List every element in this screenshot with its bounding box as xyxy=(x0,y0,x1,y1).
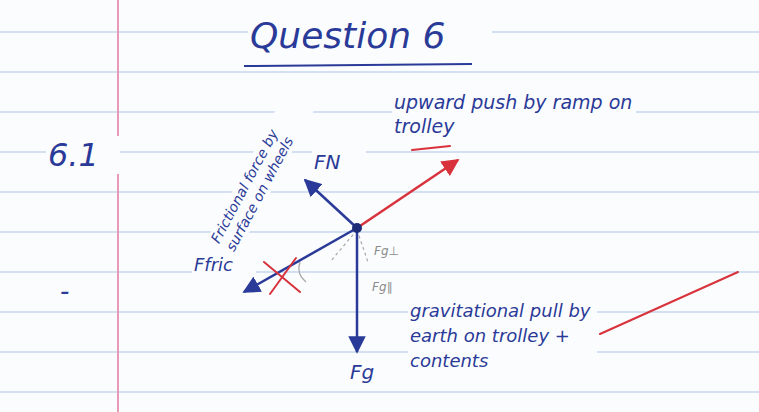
title-underline xyxy=(244,64,472,66)
question-heading: Question 6 xyxy=(248,14,492,57)
margin-line xyxy=(117,0,119,412)
ruled-lines xyxy=(0,32,759,392)
margin-dash: - xyxy=(58,276,92,307)
force-symbol: FN xyxy=(312,150,366,174)
force-description: gravitational pull by earth on trolley +… xyxy=(408,298,597,373)
push-arrow xyxy=(357,160,458,228)
force-symbol: Fg xyxy=(348,360,392,384)
component-note: Fg∥ xyxy=(370,280,410,294)
normal-force-arrow xyxy=(305,180,357,228)
component-note: Fg⊥ xyxy=(372,244,412,258)
force-description: Frictional force by surface on wheels xyxy=(207,88,318,256)
friction-force-arrow xyxy=(244,228,357,292)
section-number: 6.1 xyxy=(46,136,120,174)
force-symbol: Ffric xyxy=(192,254,256,276)
force-description: upward push by ramp on trolley xyxy=(392,90,636,138)
weight-arrow xyxy=(356,228,359,352)
object-dot xyxy=(352,223,362,233)
